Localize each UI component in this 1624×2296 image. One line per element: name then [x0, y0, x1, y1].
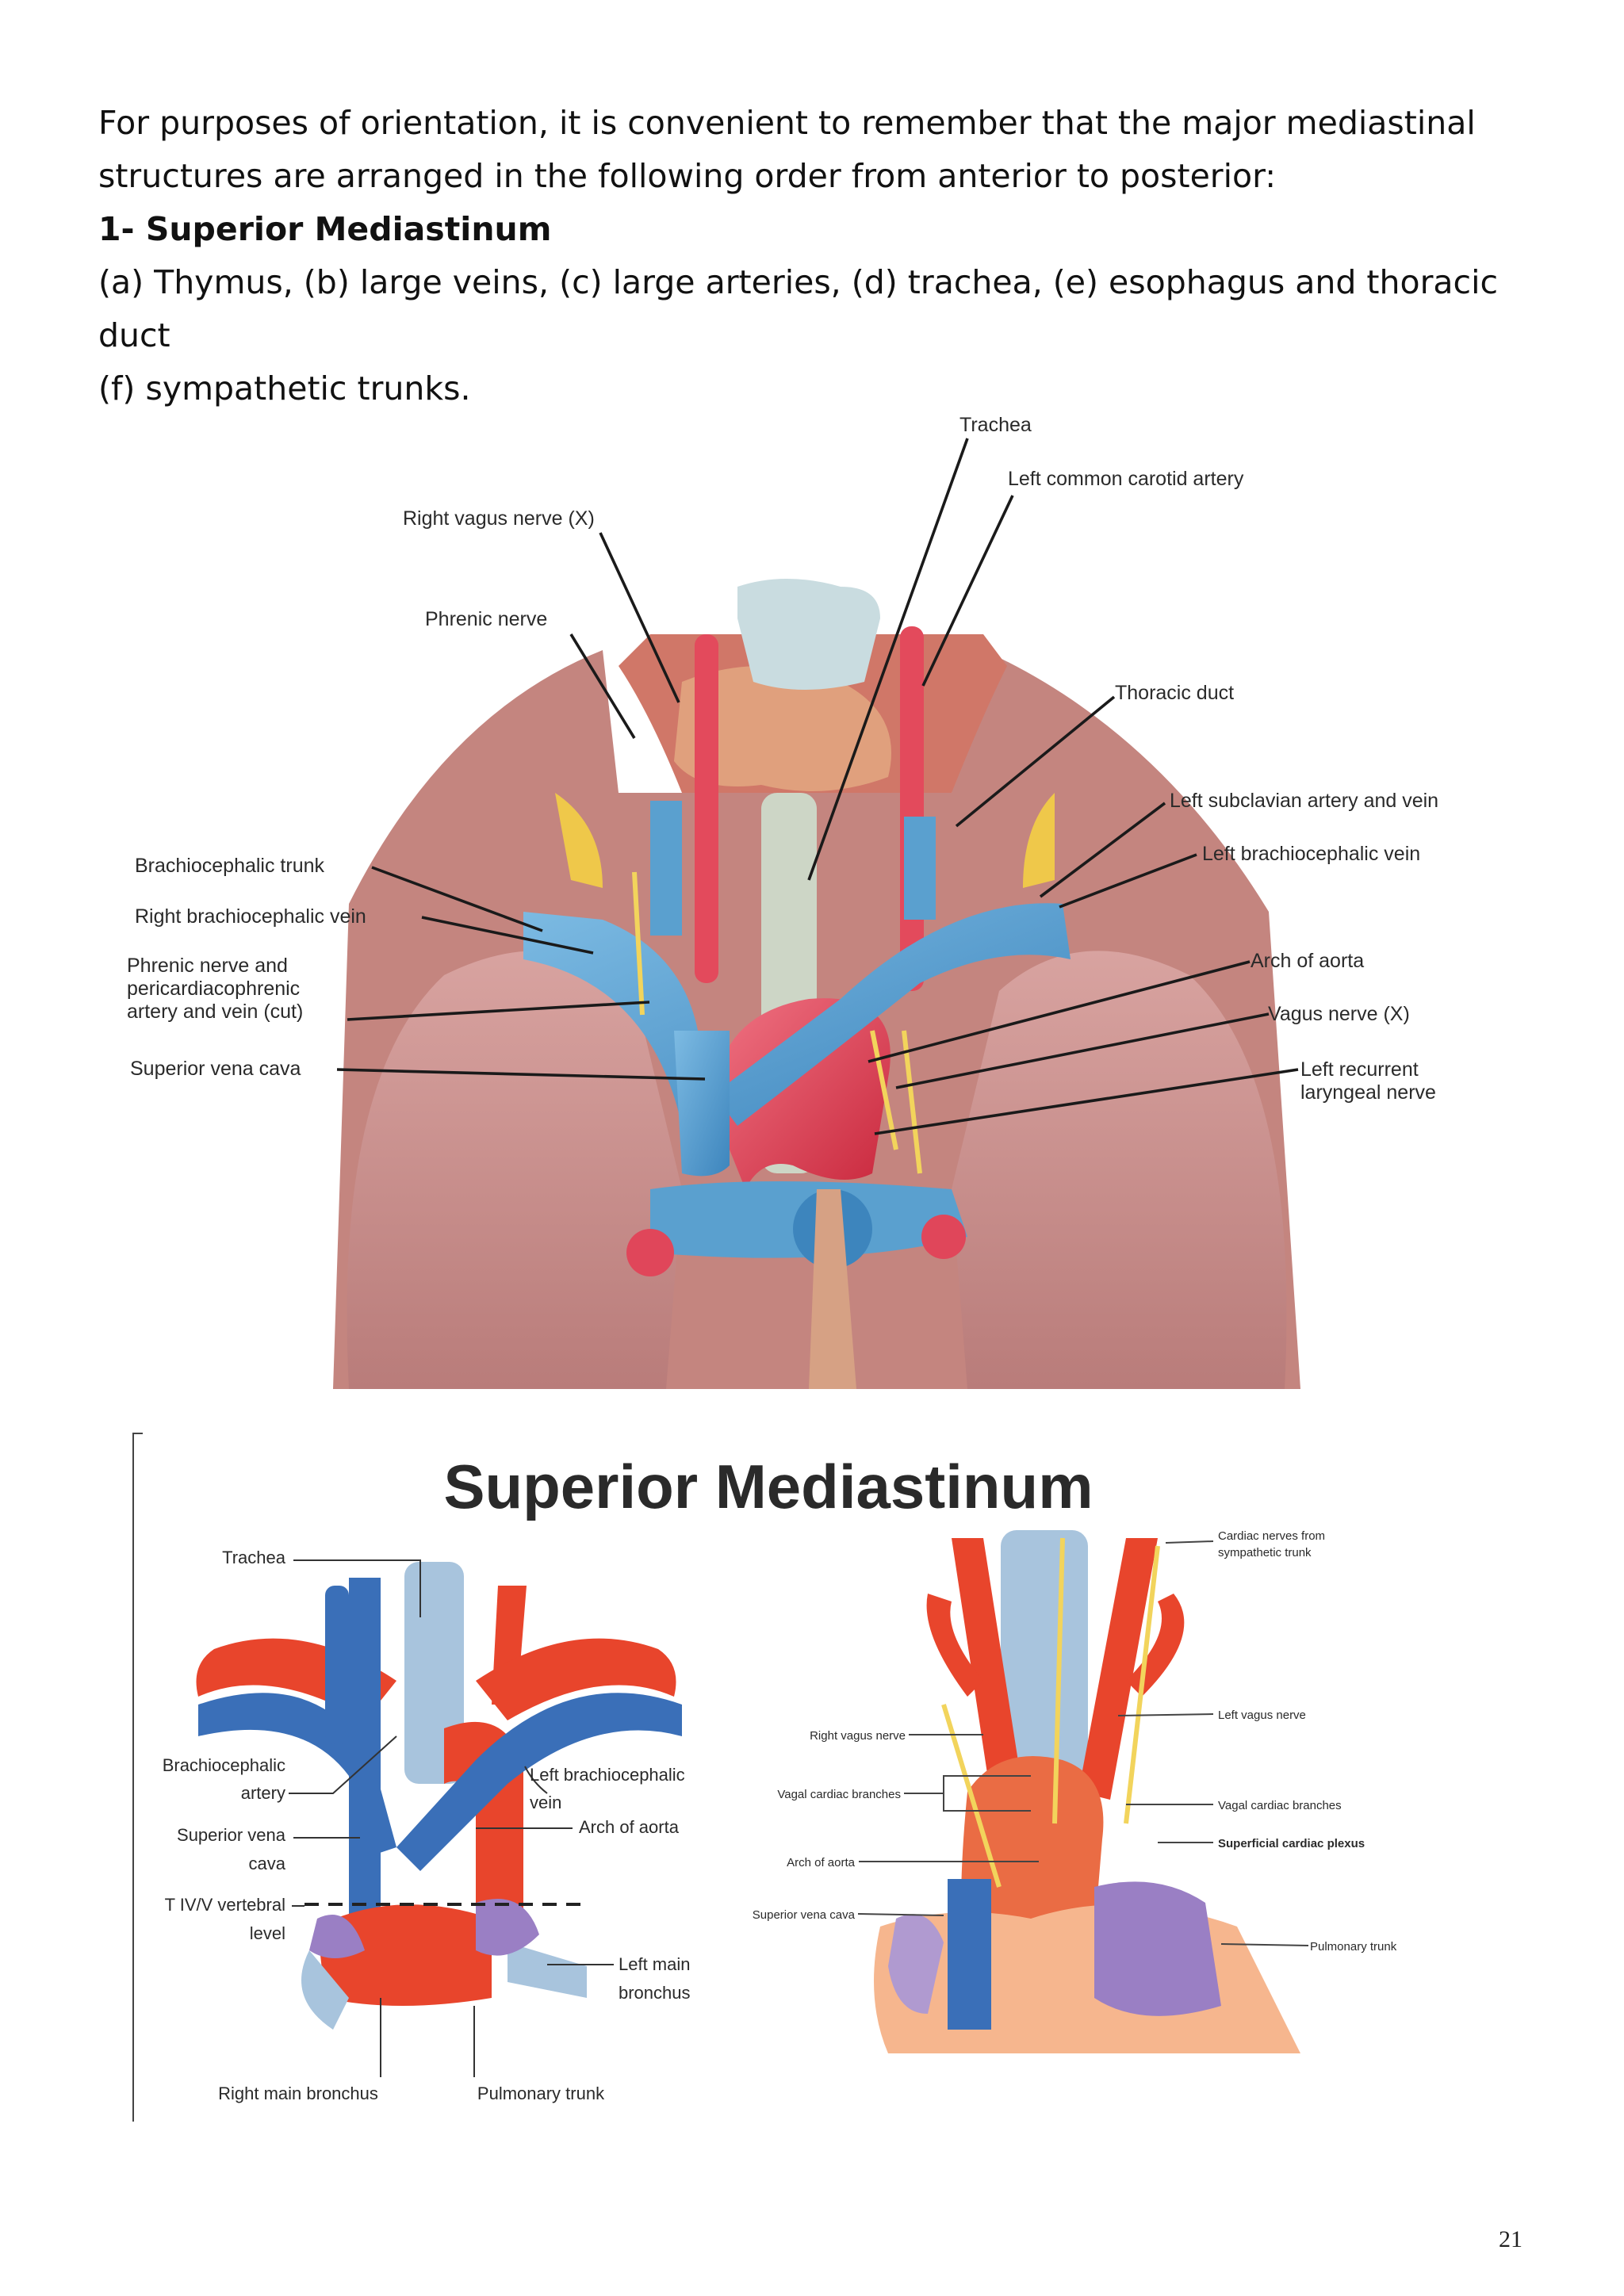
label-right-brachiocephalic-vein: Right brachiocephalic vein: [135, 905, 366, 928]
brachiocephalic-veins: [523, 903, 1071, 1126]
label-superior-vena-cava: Superior vena cava: [130, 1058, 301, 1080]
page-number: 21: [1499, 2226, 1522, 2252]
right-pulmonary-trunk: [1094, 1881, 1221, 2016]
left-schematic-labels: Trachea Brachiocephalic artery Superior …: [163, 1548, 691, 2103]
right-heart-base: [874, 1904, 1300, 2053]
label-d-arch: Arch of aorta: [579, 1817, 680, 1837]
label-arch-of-aorta: Arch of aorta: [1251, 950, 1364, 972]
illustration-leader-lines: [336, 438, 1299, 1135]
section-heading: 1- Superior Mediastinum: [98, 210, 552, 248]
purple-vessels-diag: [309, 1899, 539, 1958]
left-brachiocephalic-diag: [396, 1693, 682, 1871]
label-left-subclavian: Left subclavian artery and vein: [1170, 790, 1438, 812]
label-r-vagal-cardiac-left: Vagal cardiac branches: [1218, 1799, 1342, 1812]
label-d-svc-line2: cava: [249, 1854, 286, 1873]
label-brachiocephalic-trunk: Brachiocephalic trunk: [135, 855, 325, 877]
right-schematic-labels: Cardiac nerves from sympathetic trunk Le…: [753, 1529, 1397, 1954]
label-d-brachiocephalic-line2: artery: [241, 1783, 285, 1803]
label-d-svc-line1: Superior vena: [177, 1825, 286, 1845]
label-left-common-carotid: Left common carotid artery: [1008, 468, 1244, 490]
right-schematic-leaders: [857, 1540, 1309, 1946]
label-d-left-main-line2: bronchus: [619, 1983, 691, 2003]
thyroid-cartilage: [737, 579, 880, 690]
right-carotids: [952, 1538, 1158, 1800]
intro-line-2: structures are arranged in the following…: [98, 157, 1277, 195]
label-left-recurrent-line2: laryngeal nerve: [1300, 1081, 1436, 1104]
left-subclavian-diag: [476, 1638, 676, 1720]
esophagus: [809, 1189, 856, 1389]
pulmonary-trunk-diag: [317, 1904, 492, 2006]
yellow-fat-left: [555, 793, 603, 888]
intro-line-1: For purposes of orientation, it is conve…: [98, 104, 1476, 142]
right-trachea: [1001, 1530, 1088, 1800]
label-phrenic-cut-line2: pericardiacophrenic: [127, 978, 300, 1000]
label-r-pulmonary-trunk: Pulmonary trunk: [1310, 1940, 1397, 1954]
label-left-brachiocephalic-vein: Left brachiocephalic vein: [1202, 843, 1420, 865]
label-d-left-brachio-line2: vein: [530, 1793, 561, 1812]
right-lung: [347, 951, 682, 1389]
label-r-arch: Arch of aorta: [787, 1856, 856, 1869]
label-d-trachea: Trachea: [222, 1548, 286, 1567]
bronchi-diag: [301, 1942, 587, 2030]
illustration-labels: Trachea Left common carotid artery Right…: [127, 414, 1438, 1104]
neck-veins: [650, 801, 936, 936]
label-r-cardiac-nerves-line1: Cardiac nerves from: [1218, 1529, 1325, 1543]
aortic-arch: [714, 998, 891, 1189]
intro-line-4: (f) sympathetic trunks.: [98, 369, 471, 408]
label-r-right-vagus: Right vagus nerve: [810, 1729, 906, 1743]
right-pulmonary-vessel: [626, 1229, 674, 1276]
label-vagus-nerve: Vagus nerve (X): [1268, 1003, 1410, 1025]
label-thoracic-duct: Thoracic duct: [1115, 682, 1234, 704]
label-r-superficial-plexus: Superficial cardiac plexus: [1218, 1837, 1365, 1850]
label-phrenic-cut-line1: Phrenic nerve and: [127, 955, 288, 977]
label-d-right-main: Right main bronchus: [218, 2084, 378, 2103]
label-left-recurrent-line1: Left recurrent: [1300, 1058, 1419, 1081]
label-d-vertebral-line2: level: [250, 1923, 285, 1943]
label-phrenic-cut-line3: artery and vein (cut): [127, 1001, 303, 1023]
label-r-vagal-cardiac-right: Vagal cardiac branches: [777, 1788, 901, 1801]
right-common-carotid: [695, 634, 718, 983]
label-r-cardiac-nerves-line2: sympathetic trunk: [1218, 1546, 1312, 1559]
left-schematic-art: [196, 1562, 682, 2030]
label-trachea: Trachea: [959, 414, 1032, 436]
svc-illustration: [674, 1031, 730, 1177]
label-right-vagus: Right vagus nerve (X): [403, 507, 595, 530]
yellow-fat-right: [1023, 793, 1055, 888]
label-d-left-brachio-line1: Left brachiocephalic: [530, 1765, 685, 1785]
label-d-pulmonary: Pulmonary trunk: [477, 2084, 605, 2103]
label-d-vertebral-line1: T IV/V vertebral: [165, 1895, 285, 1915]
intro-line-3: (a) Thymus, (b) large veins, (c) large a…: [98, 263, 1499, 354]
right-svc: [948, 1879, 991, 2030]
lower-pulmonary-vessel: [921, 1215, 966, 1259]
thyroid-gland: [674, 666, 891, 791]
label-r-left-vagus: Left vagus nerve: [1218, 1709, 1306, 1722]
left-schematic-leaders: [289, 1559, 614, 2077]
label-phrenic-nerve: Phrenic nerve: [425, 608, 547, 630]
figure-bracket: [132, 1433, 143, 2122]
label-r-svc: Superior vena cava: [753, 1908, 856, 1922]
brachiocephalic-trunk-diag: [325, 1586, 349, 1744]
diagram-title: Superior Mediastinum: [443, 1452, 1093, 1521]
intro-text: For purposes of orientation, it is conve…: [98, 97, 1526, 415]
label-d-left-main-line1: Left main: [619, 1954, 691, 1974]
right-atrium: [888, 1914, 944, 2014]
right-schematic-art: [874, 1530, 1300, 2053]
label-d-brachiocephalic-line1: Brachiocephalic: [163, 1755, 285, 1775]
